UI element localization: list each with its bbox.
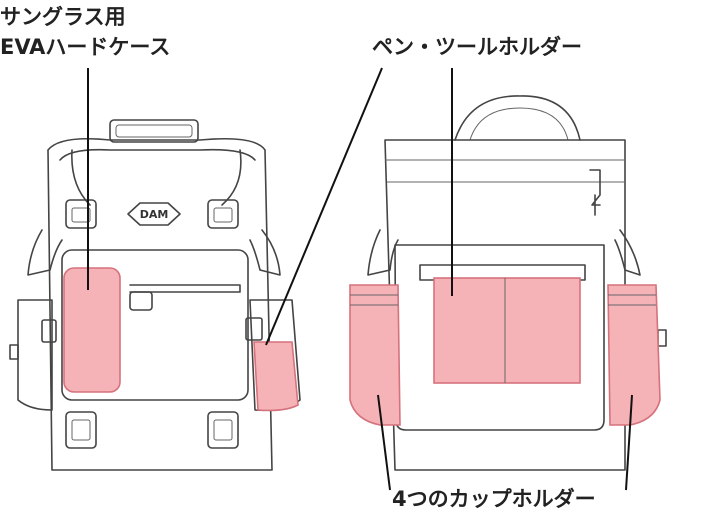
leader-line-cup-right: [625, 394, 633, 491]
leader-line-cup-left: [377, 394, 391, 491]
label-sunglass-case: サングラス用 EVAハードケース: [0, 2, 170, 62]
label-line-1: サングラス用: [0, 5, 126, 29]
label-line-2: EVAハードケース: [0, 35, 171, 59]
pen-tool-holder-highlight: [433, 277, 581, 384]
label-pen-tool-holder: ペン・ツールホルダー: [372, 35, 582, 59]
leader-line-pen-left: [265, 67, 383, 346]
brand-logo: DAM: [140, 208, 169, 221]
cup-holder-right-highlight: [607, 284, 661, 426]
sunglass-case-highlight: [63, 267, 121, 393]
cup-holder-left-highlight: [349, 284, 401, 426]
pen-holder-highlight: [253, 341, 299, 412]
backpack-back-view: [349, 95, 667, 471]
backpack-front-view: DAM: [9, 119, 301, 471]
label-cup-holders: 4つのカップホルダー: [392, 487, 596, 511]
